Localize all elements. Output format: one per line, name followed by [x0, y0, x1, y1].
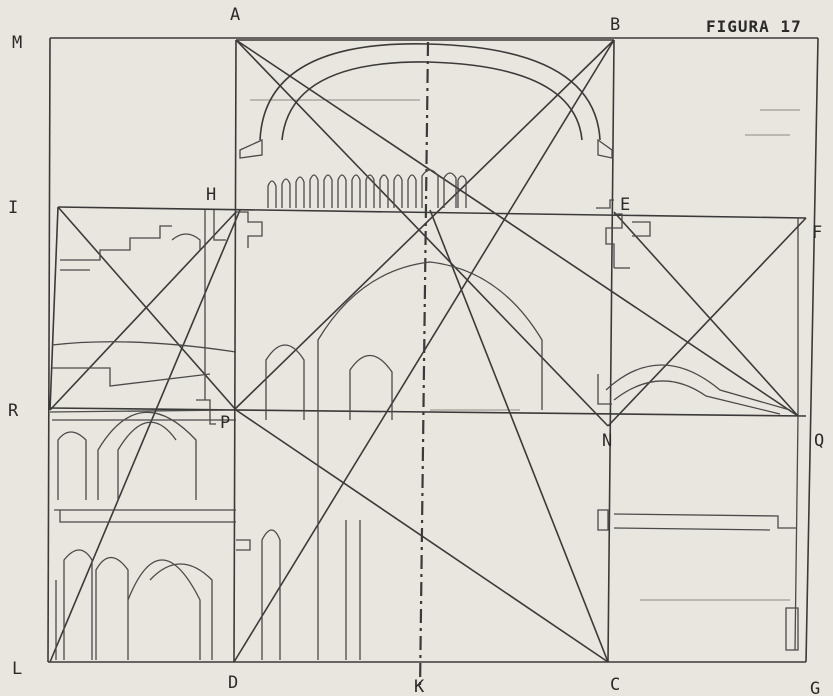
point-label-m: M	[12, 33, 22, 53]
point-label-e: E	[620, 195, 630, 215]
point-label-g: G	[810, 679, 820, 696]
point-label-q: Q	[814, 431, 824, 451]
figure-title: FIGURA 17	[706, 17, 802, 36]
dome	[239, 43, 613, 159]
central-arches	[261, 261, 543, 660]
point-label-r: R	[8, 401, 19, 421]
paper-texture	[250, 99, 800, 601]
point-labels: M A B FIGURA 17 I H E F R P N Q L D K C …	[8, 5, 824, 696]
central-square	[233, 39, 615, 663]
right-profiles	[596, 199, 799, 651]
right-column-lines	[794, 218, 799, 651]
point-label-l: L	[12, 659, 22, 679]
axis-line-k	[418, 41, 430, 691]
point-label-i: I	[8, 198, 18, 218]
point-label-h: H	[206, 185, 216, 205]
horizontal-lines	[49, 206, 807, 417]
point-label-f: F	[812, 223, 822, 243]
point-label-n: N	[602, 431, 612, 451]
left-arcade	[52, 399, 251, 660]
point-label-a: A	[230, 5, 240, 25]
point-label-d: D	[228, 673, 238, 693]
point-label-c: C	[610, 675, 620, 695]
left-upper-profiles	[51, 210, 263, 400]
point-label-k: K	[414, 677, 425, 696]
point-label-p: P	[220, 413, 230, 433]
point-label-b: B	[610, 15, 620, 35]
outer-frame	[47, 37, 819, 663]
arcade-arches	[267, 169, 467, 208]
